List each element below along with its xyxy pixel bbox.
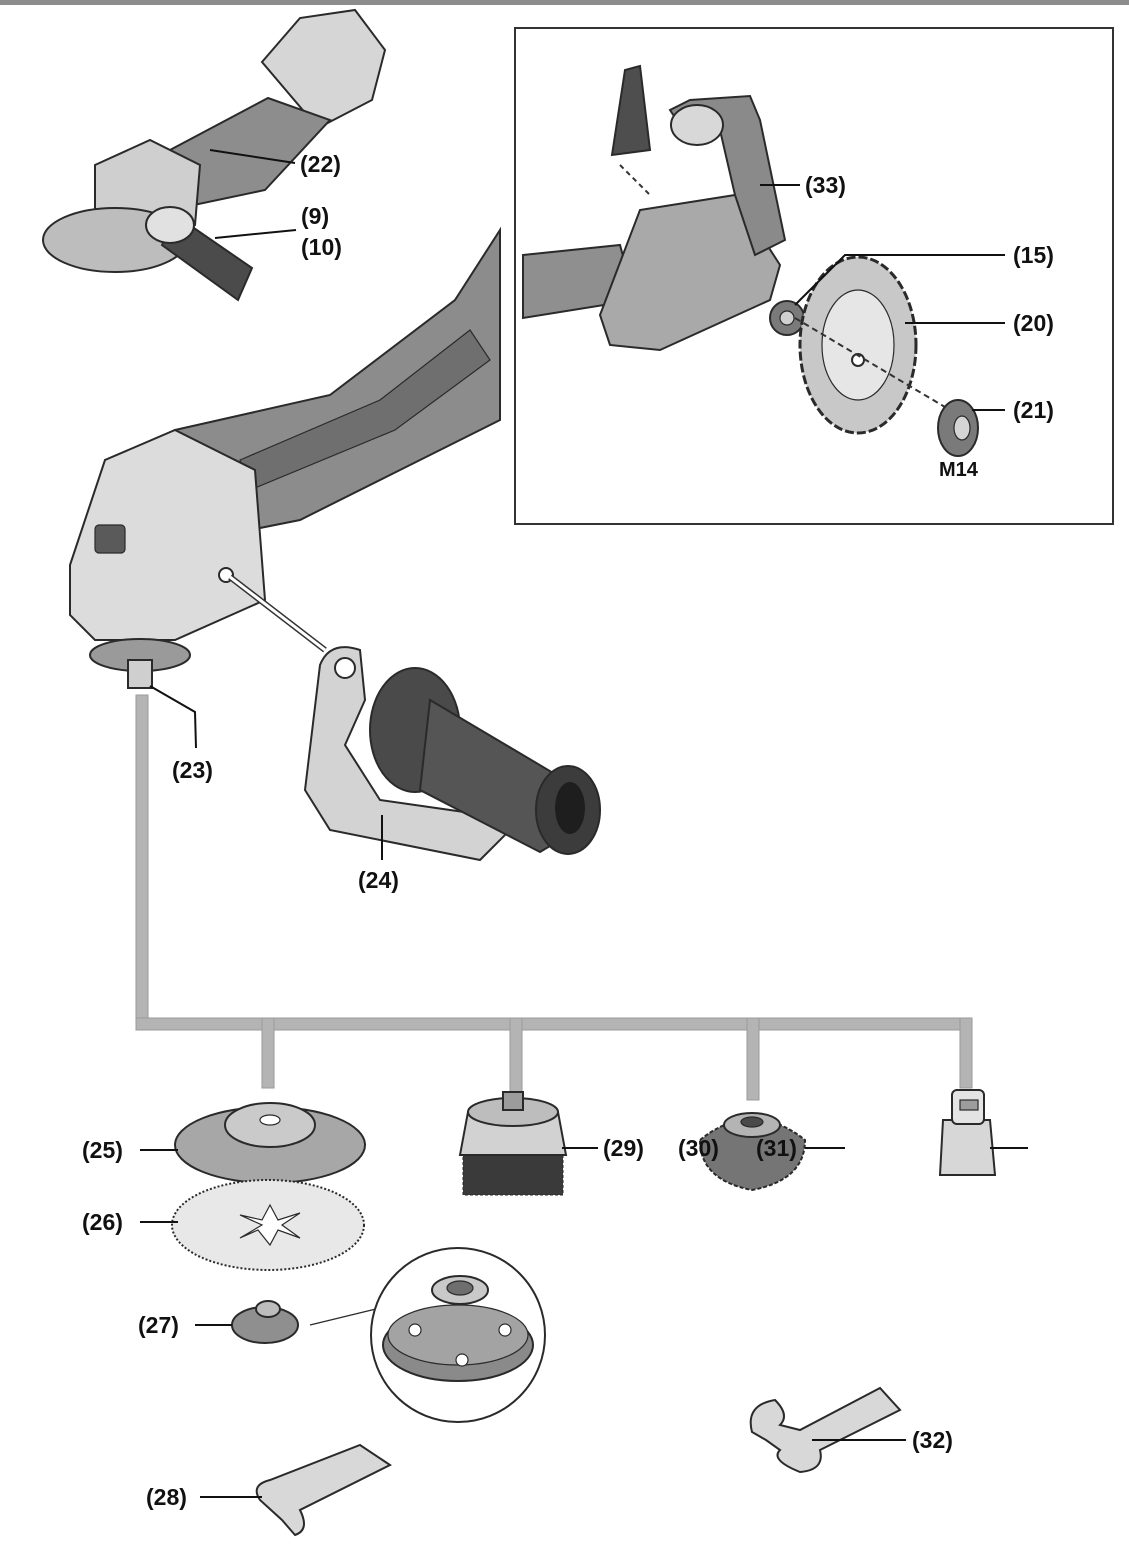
- leader-22: [209, 149, 296, 164]
- main-grinder-illustration: [69, 226, 501, 689]
- callout-24: (24): [358, 867, 399, 893]
- spindle: [127, 659, 153, 689]
- connector-trunk: [135, 694, 149, 1031]
- leader-23: [149, 685, 197, 749]
- magnified-pin-hole-left: [408, 1323, 422, 1337]
- accessory-connector-tree: [135, 694, 973, 1101]
- cup-brush-bristles: [462, 1149, 564, 1196]
- backing-pad-bore: [259, 1114, 281, 1126]
- magnify-lines: [309, 1307, 381, 1326]
- callout-29: (29): [603, 1135, 644, 1161]
- connector-drop-29: [509, 1017, 523, 1101]
- backing-pad: [174, 1102, 366, 1184]
- connector-drop-adapter: [959, 1017, 973, 1089]
- hand-guard-hole: [334, 657, 356, 679]
- inset-aux-handle: [610, 64, 652, 157]
- callout-26: (26): [82, 1209, 123, 1235]
- callout-30: (30): [678, 1135, 719, 1161]
- clamping-flange-center: [779, 310, 795, 326]
- open-end-spanner: [749, 1386, 902, 1474]
- connector-drop-25: [261, 1017, 275, 1089]
- handle-mount-line-inner: [229, 575, 326, 652]
- connector-drop-30: [746, 1017, 760, 1101]
- inset-handle-dash: [619, 164, 651, 196]
- callout-31: (31): [756, 1135, 797, 1161]
- callout-20: (20): [1013, 310, 1054, 336]
- round-nut: [231, 1300, 299, 1344]
- callout-10: (10): [301, 234, 342, 260]
- callout-9: (9): [301, 203, 329, 229]
- callout-28: (28): [146, 1484, 187, 1510]
- magnified-pin-hole-front: [455, 1353, 469, 1367]
- callout-23: (23): [172, 757, 213, 783]
- round-nut-magnified: [370, 1247, 546, 1423]
- callout-22: (22): [300, 151, 341, 177]
- spindle-lock-button: [94, 524, 126, 554]
- cup-brush-nut: [502, 1091, 524, 1111]
- cutting-guard: [598, 193, 782, 352]
- thread-adapter: [938, 1089, 997, 1176]
- hood-inlet: [670, 104, 724, 146]
- wire-brush-thread: [740, 1116, 764, 1128]
- pin-wrench: [255, 1443, 392, 1537]
- magnified-pin-hole-right: [498, 1323, 512, 1337]
- sanding-sheet: [171, 1179, 365, 1271]
- gear-head-housing: [69, 428, 267, 641]
- callout-15: (15): [1013, 242, 1054, 268]
- thread-size-m14: M14: [939, 459, 979, 481]
- hand-guard-plate: [303, 646, 523, 862]
- clamping-nut-center: [953, 415, 971, 441]
- handle-end-hole: [555, 782, 585, 834]
- cup-brush: [458, 1091, 568, 1196]
- callout-33: (33): [805, 172, 846, 198]
- axis-dash: [794, 317, 951, 411]
- callout-32: (32): [912, 1427, 953, 1453]
- leader-9-10: [214, 229, 297, 239]
- adapter-body: [938, 1119, 997, 1176]
- top-rule: [0, 0, 1129, 5]
- leader-15: [794, 254, 1005, 306]
- inset-cutting-guard-assembly: [522, 64, 979, 457]
- grinder-overview-illustration: [42, 8, 387, 302]
- disc-label: [821, 289, 895, 401]
- hand-guard-assembly: [303, 646, 601, 862]
- adapter-flat: [959, 1099, 979, 1111]
- callout-21: (21): [1013, 397, 1054, 423]
- round-nut-hub: [255, 1300, 281, 1318]
- callout-27: (27): [138, 1312, 179, 1338]
- sanding-sheet-cross: [239, 1203, 301, 1247]
- magnified-thread: [446, 1280, 474, 1296]
- connector-rail: [135, 1017, 973, 1031]
- knotted-wire-brush: [698, 1112, 807, 1192]
- overview-handle-base: [145, 206, 195, 244]
- callout-25: (25): [82, 1137, 123, 1163]
